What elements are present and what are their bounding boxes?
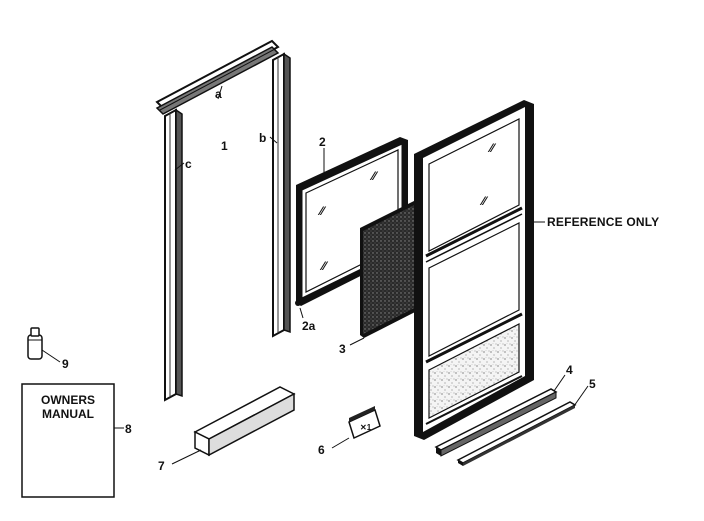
callout-8: 8	[125, 422, 132, 436]
hardware-packet-6: ✕1	[348, 406, 381, 440]
callout-2: 2	[319, 135, 326, 149]
callout-5: 5	[589, 377, 596, 391]
callout-4: 4	[566, 363, 573, 377]
callout-a: a	[215, 87, 222, 101]
callout-9: 9	[62, 357, 69, 371]
svg-text:⁄⁄: ⁄⁄	[319, 259, 329, 273]
svg-text:⁄⁄: ⁄⁄	[369, 169, 379, 183]
callout-c: c	[185, 157, 192, 171]
svg-text:⁄⁄: ⁄⁄	[487, 141, 497, 155]
manual-title-line-1: OWNERS	[41, 393, 95, 407]
side-rail-b	[272, 52, 291, 338]
callout-1: 1	[221, 139, 228, 153]
wood-block-7	[193, 386, 296, 457]
callout-6: 6	[318, 443, 325, 457]
callout-b: b	[259, 131, 266, 145]
svg-text:⁄⁄: ⁄⁄	[479, 194, 489, 208]
reference-only-label: REFERENCE ONLY	[547, 215, 659, 229]
callout-2a: 2a	[302, 319, 316, 333]
svg-text:✕1: ✕1	[360, 423, 372, 432]
svg-text:⁄⁄: ⁄⁄	[317, 204, 327, 218]
owners-manual-8: OWNERS MANUAL	[21, 383, 115, 498]
manual-title-line-2: MANUAL	[42, 407, 94, 421]
side-rail-c	[164, 108, 183, 402]
storm-door-frame: ⁄⁄ ⁄⁄	[414, 100, 534, 440]
callout-3: 3	[339, 342, 346, 356]
spray-can-9	[27, 327, 43, 360]
bottom-expander-4	[434, 388, 558, 457]
leader-lines	[41, 85, 589, 465]
callout-7: 7	[158, 459, 165, 473]
top-rail-a	[155, 39, 280, 115]
